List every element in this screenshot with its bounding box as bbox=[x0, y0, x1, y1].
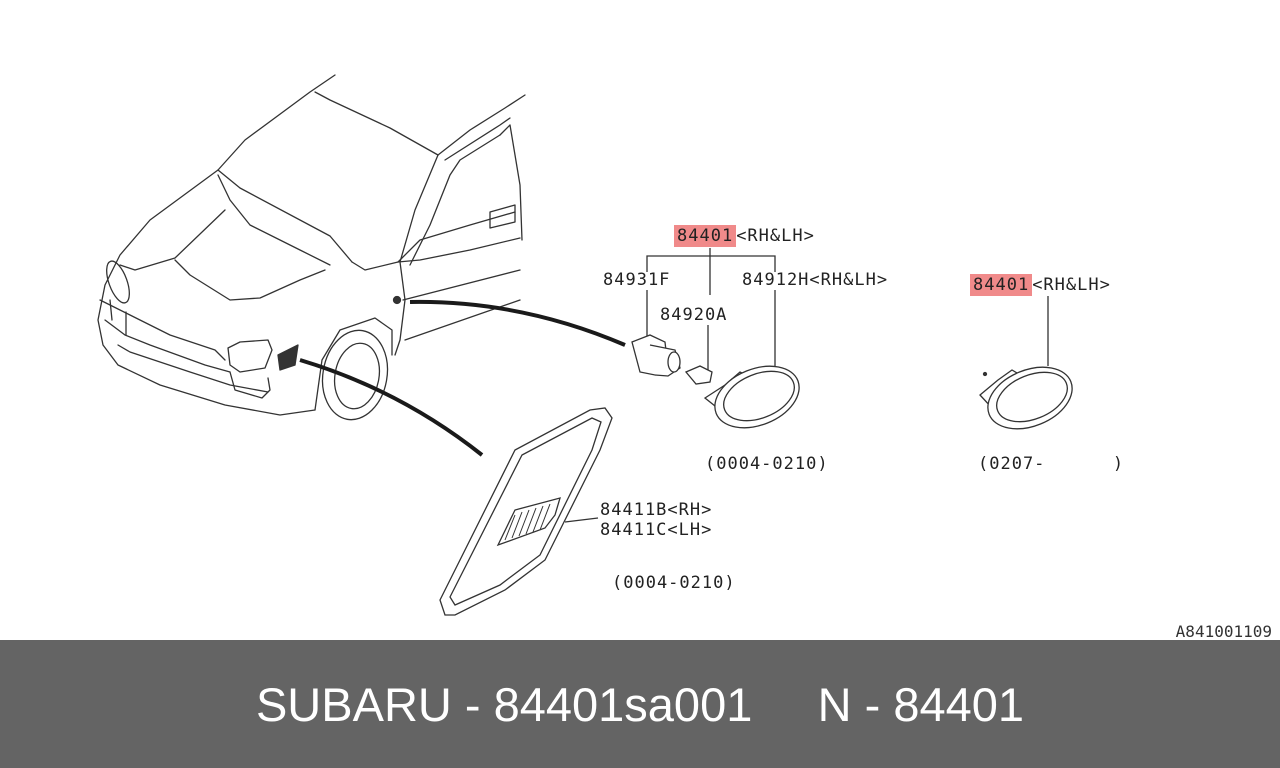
cover-plate-part bbox=[439, 407, 613, 616]
cover-date-range: (0004-0210) bbox=[612, 573, 736, 593]
part-number-highlight[interactable]: 84401 bbox=[674, 225, 737, 247]
footer-part-title: SUBARU - 84401sa001 N - 84401 bbox=[255, 677, 1025, 731]
car-illustration bbox=[97, 74, 526, 421]
callout-cover-rh[interactable]: 84411B<RH> bbox=[600, 500, 713, 520]
alt-part-number-highlight[interactable]: 84401 bbox=[970, 274, 1033, 296]
assembly-date-range: (0004-0210) bbox=[705, 454, 829, 474]
callout-socket[interactable]: 84931F bbox=[603, 270, 671, 290]
alt-lamp-part bbox=[979, 366, 1073, 430]
alt-side-designation: <RH&LH> bbox=[1032, 275, 1111, 295]
side-lamp-part bbox=[703, 365, 800, 429]
alt-assembly-date-range: (0207- ) bbox=[978, 454, 1125, 474]
leader-curves bbox=[299, 299, 626, 457]
callout-cover-lh[interactable]: 84411C<LH> bbox=[600, 520, 713, 540]
footer-bar: SUBARU - 84401sa001 N - 84401 bbox=[0, 640, 1280, 768]
callout-lens[interactable]: 84912H<RH&LH> bbox=[742, 270, 889, 290]
drawing-code: A841001109 bbox=[1175, 622, 1272, 641]
socket-part bbox=[631, 334, 681, 377]
side-designation: <RH&LH> bbox=[736, 226, 815, 246]
callout-bulb[interactable]: 84920A bbox=[660, 305, 728, 325]
parts-diagram bbox=[97, 74, 1073, 616]
callout-main-part: 84401<RH&LH> bbox=[674, 225, 815, 247]
callout-alt-part: 84401<RH&LH> bbox=[970, 274, 1111, 296]
bulb-part bbox=[684, 365, 713, 385]
